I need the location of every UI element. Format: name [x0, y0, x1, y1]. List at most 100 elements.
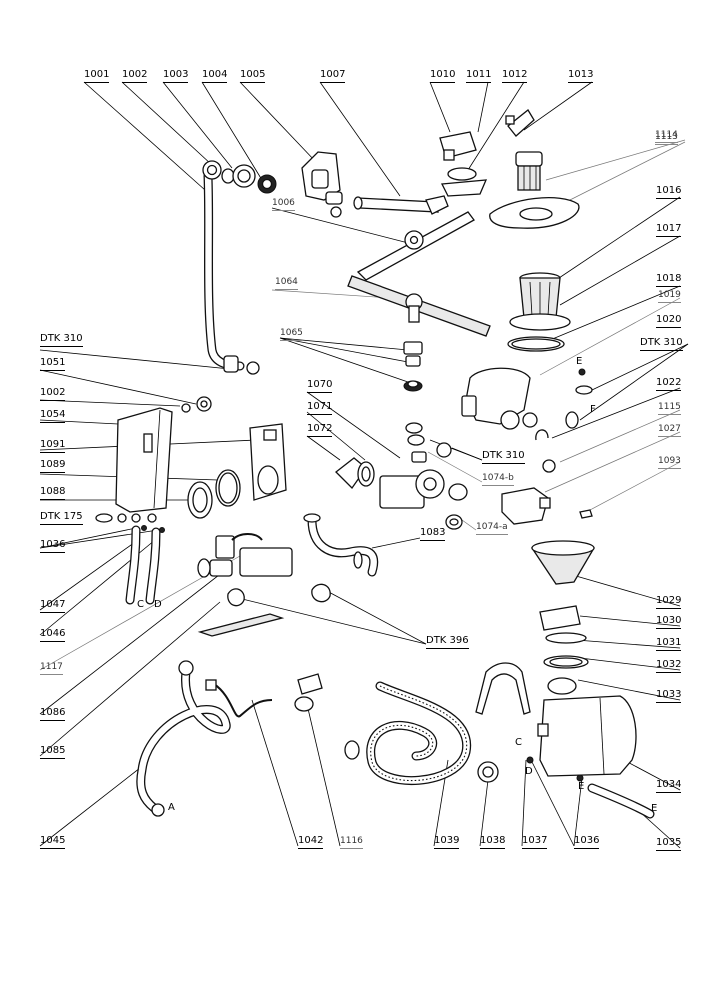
- label-1007: 1007: [320, 70, 346, 83]
- label-1074-a: 1074-a: [476, 522, 508, 535]
- upper-spray-arm-1006: [356, 211, 475, 281]
- label-1020: 1020: [656, 315, 682, 328]
- label-1089: 1089: [40, 460, 66, 473]
- label-1086: 1086: [40, 708, 66, 721]
- label-1051: 1051: [40, 358, 66, 371]
- label-1003: 1003: [163, 70, 189, 83]
- marker-d-left: D: [154, 599, 162, 610]
- heater-housing-1054: [95, 407, 173, 523]
- parts-1074: [405, 422, 463, 530]
- label-dtk-310-left: DTK 310: [40, 334, 83, 347]
- label-1022: 1022: [656, 378, 682, 391]
- label-1085: 1085: [40, 746, 66, 759]
- marker-e-container: E: [578, 781, 585, 792]
- small-parts-1115-1027-1093: [501, 459, 593, 525]
- stacked-parts-1065: [403, 341, 423, 392]
- label-1071: 1071: [307, 402, 333, 415]
- connector-parts-1002-1004: [221, 164, 277, 194]
- sump-assembly-1018-1019: [461, 336, 565, 430]
- label-1011: 1011: [466, 70, 492, 83]
- label-1083: 1083: [420, 528, 446, 541]
- filter-1113-1114: [489, 151, 580, 229]
- salt-container-1034: [526, 695, 637, 782]
- label-1070: 1070: [307, 380, 333, 393]
- label-1088: 1088: [40, 487, 66, 500]
- marker-a: A: [168, 802, 175, 813]
- label-1114: 1114: [655, 130, 678, 143]
- label-1010: 1010: [430, 70, 456, 83]
- drain-hose-1001: [202, 160, 260, 375]
- panel-1091: [249, 423, 287, 501]
- label-1117: 1117: [40, 662, 63, 675]
- small-parts-1051-1002: [181, 396, 212, 413]
- label-dtk-175: DTK 175: [40, 512, 83, 525]
- label-1032: 1032: [656, 660, 682, 673]
- label-1013: 1013: [568, 70, 594, 83]
- label-1030: 1030: [656, 616, 682, 629]
- label-1039: 1039: [434, 836, 460, 849]
- small-parts-1020-1022: [535, 368, 593, 441]
- label-1045: 1045: [40, 836, 66, 849]
- marker-d-right: D: [525, 766, 533, 777]
- label-1047: 1047: [40, 600, 66, 613]
- hose-1083: [303, 513, 379, 577]
- mesh-filter-1016-1017: [509, 272, 571, 331]
- sensor-1116: [294, 673, 323, 712]
- marker-e-hose: E: [651, 803, 658, 814]
- label-1029: 1029: [656, 596, 682, 609]
- label-1038: 1038: [480, 836, 506, 849]
- label-1004: 1004: [202, 70, 228, 83]
- support-bracket: [475, 662, 531, 715]
- label-1054: 1054: [40, 410, 66, 423]
- label-1006: 1006: [272, 198, 295, 211]
- label-1115: 1115: [658, 402, 681, 415]
- label-1012: 1012: [502, 70, 528, 83]
- hose-1035: [587, 783, 655, 819]
- label-dtk-310-center: DTK 310: [482, 451, 525, 464]
- label-1116: 1116: [340, 836, 363, 849]
- label-1002: 1002: [122, 70, 148, 83]
- label-1005: 1005: [240, 70, 266, 83]
- label-1093: 1093: [658, 456, 681, 469]
- pump-1070: [379, 451, 468, 509]
- label-1018: 1018: [656, 274, 682, 287]
- label-1074-b: 1074-b: [482, 473, 514, 486]
- label-1033: 1033: [656, 690, 682, 703]
- label-1037: 1037: [522, 836, 548, 849]
- label-1017: 1017: [656, 224, 682, 237]
- label-1072: 1072: [307, 424, 333, 437]
- bellows-1071-1072: [335, 457, 375, 490]
- marker-f: F: [590, 404, 596, 415]
- wire-harness-1042: [205, 679, 273, 718]
- label-1064: 1064: [275, 277, 298, 290]
- heater-1085-1086: [197, 533, 331, 637]
- label-1065: 1065: [280, 328, 303, 341]
- marker-c-left: C: [137, 599, 144, 610]
- valve-1005: [301, 151, 343, 218]
- label-1036-left: 1036: [40, 540, 66, 553]
- grommet-1038: [477, 761, 499, 783]
- label-1001: 1001: [84, 70, 110, 83]
- top-parts-1010-1013: [439, 109, 535, 197]
- label-1036-bottom: 1036: [574, 836, 600, 849]
- label-1002-left: 1002: [40, 388, 66, 401]
- label-1031: 1031: [656, 638, 682, 651]
- label-1113: 1113: [655, 132, 678, 145]
- hoses-1046-1047: [125, 525, 165, 605]
- cone-and-rings-1029-1033: [531, 540, 595, 695]
- marker-e-top: E: [576, 356, 583, 367]
- label-dtk-310-top: DTK 310: [640, 338, 683, 351]
- label-1042: 1042: [298, 836, 324, 849]
- drain-hose-1039: [344, 681, 472, 785]
- label-1035: 1035: [656, 838, 682, 851]
- marker-c-right: C: [515, 737, 522, 748]
- tube-1007: [353, 195, 449, 215]
- inlet-hose-1045: [136, 660, 231, 817]
- label-1046: 1046: [40, 629, 66, 642]
- label-1034: 1034: [656, 780, 682, 793]
- rings-1088-1089: [187, 469, 241, 519]
- label-1027: 1027: [658, 424, 681, 437]
- label-1091: 1091: [40, 440, 66, 453]
